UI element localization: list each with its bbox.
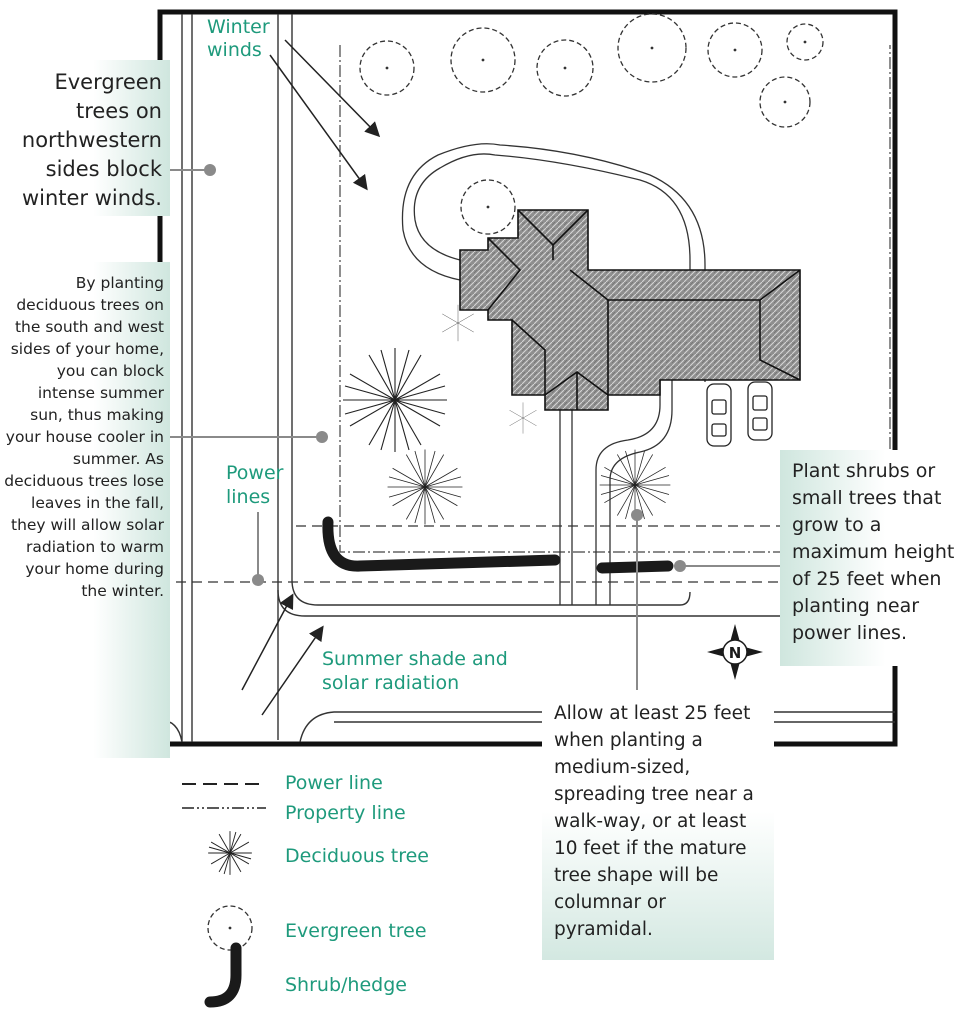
shrub-hedges: [322, 516, 674, 574]
summer-shade-label-line1: Summer shade and: [322, 648, 508, 670]
legend-evergreen-tree-label: Evergreen tree: [285, 920, 427, 942]
evergreen-callout: Evergreen trees on northwestern sides bl…: [0, 60, 170, 216]
power-lines-label-line2: lines: [226, 486, 271, 508]
wind-arrows: [269, 39, 381, 191]
legend-deciduous-tree-label: Deciduous tree: [285, 845, 429, 867]
callout-pointer-dots: [204, 164, 686, 586]
power-lines-label-line1: Power: [226, 462, 284, 484]
winter-winds-label-line2: winds: [207, 39, 262, 61]
winter-winds-label-line1: Winter: [207, 16, 270, 38]
summer-shade-label-line2: solar radiation: [322, 672, 460, 694]
evergreen-trees: [359, 13, 824, 235]
compass-icon: N: [707, 624, 763, 680]
legend-property-line-label: Property line: [285, 802, 406, 824]
legend-evergreen-tree-icon: [207, 905, 253, 951]
legend-deciduous-tree-icon: [208, 831, 252, 875]
power-line-path: [160, 525, 890, 583]
legend-shrub-hedge-icon: [204, 942, 242, 1008]
legend-shrub-hedge-label: Shrub/hedge: [285, 974, 407, 996]
parked-cars: [706, 381, 773, 447]
deciduous-callout: By planting deciduous trees on the south…: [0, 262, 170, 758]
compass-north-label: N: [729, 644, 742, 662]
legend-power-line-label: Power line: [285, 772, 383, 794]
callout-pointers: [170, 169, 780, 690]
shrubs-callout: Plant shrubs or small trees that grow to…: [780, 450, 972, 666]
legend-symbols: [182, 783, 266, 1008]
walkway: [401, 143, 706, 605]
house-roof: [459, 209, 801, 411]
deciduous-trees: [343, 304, 671, 525]
sun-arrows: [241, 593, 324, 716]
walkway-callout: Allow at least 25 feet when planting a m…: [542, 690, 774, 960]
property-line: [339, 45, 891, 553]
